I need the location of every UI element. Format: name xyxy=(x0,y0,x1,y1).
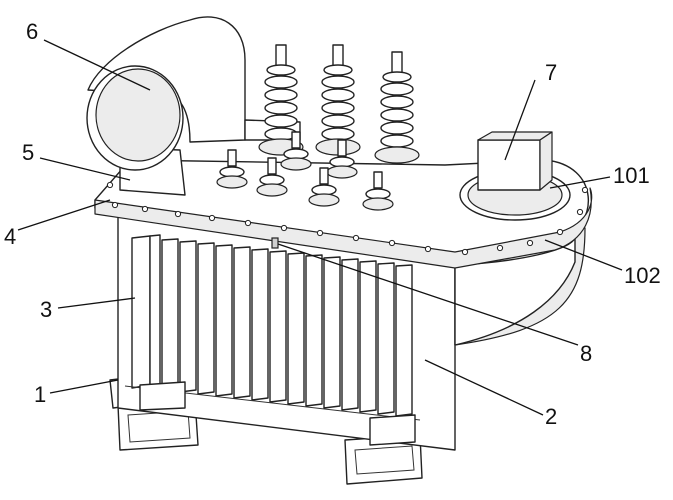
hv-bushing-3 xyxy=(374,51,420,164)
foot-right xyxy=(369,414,416,446)
label-8: 8 xyxy=(580,341,592,366)
pipe-inner xyxy=(95,68,181,162)
label-4: 4 xyxy=(4,224,16,249)
label-1: 1 xyxy=(34,382,46,407)
label-5: 5 xyxy=(22,140,34,165)
top-cover-edge xyxy=(94,187,593,269)
cover-bolts xyxy=(106,164,589,256)
base-skid-right xyxy=(344,434,423,485)
hv-bushing-2 xyxy=(315,44,361,156)
fitting-8 xyxy=(271,237,279,249)
label-7: 7 xyxy=(545,60,557,85)
label-101: 101 xyxy=(613,163,650,188)
label-3: 3 xyxy=(40,297,52,322)
leader-lines xyxy=(17,39,623,416)
label-6: 6 xyxy=(26,19,38,44)
lv-bushings xyxy=(216,131,394,211)
breather-box-side xyxy=(539,131,553,191)
label-2: 2 xyxy=(545,404,557,429)
label-102: 102 xyxy=(624,263,661,288)
conservator-bottom-curve xyxy=(454,237,576,346)
foot-left xyxy=(139,381,186,411)
